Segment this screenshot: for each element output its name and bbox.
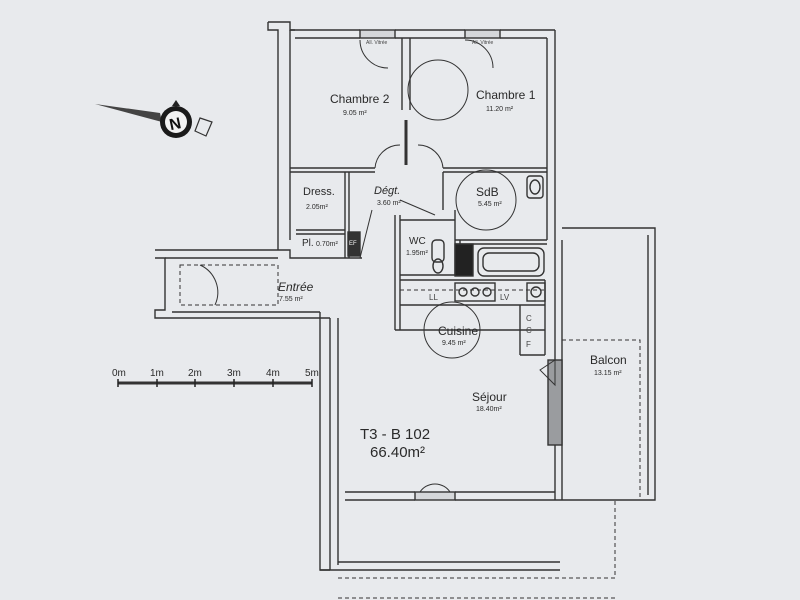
room-name: Balcon xyxy=(590,353,627,367)
room-name: Entrée xyxy=(278,280,314,294)
compass-letter: N xyxy=(168,115,183,134)
window-label: All. Vitrée xyxy=(366,40,388,46)
room-name: Chambre 2 xyxy=(330,92,390,106)
fixture-label: EF xyxy=(349,241,357,247)
scale-tick-label: 4m xyxy=(266,368,280,379)
scale-bar xyxy=(117,379,313,387)
room-area: 7.55 m² xyxy=(279,296,303,303)
room-area: 5.45 m² xyxy=(478,201,502,208)
unit-title: T3 - B 102 xyxy=(360,426,431,443)
scale-tick-label: 1m xyxy=(150,368,164,379)
compass-icon xyxy=(95,100,213,138)
window-label: All. Vitrée xyxy=(472,40,494,46)
room-area: 18.40m² xyxy=(476,406,502,413)
room-name: Cuisine xyxy=(438,324,479,338)
room-area: 1.95m² xyxy=(406,250,428,257)
fixture-label: F xyxy=(526,340,531,349)
room-area: 9.05 m² xyxy=(343,110,367,117)
room-area: 13.15 m² xyxy=(594,370,622,377)
fixture-label: LL xyxy=(429,293,438,302)
scale-tick-label: 5m xyxy=(305,368,319,379)
scale-tick-label: 3m xyxy=(227,368,241,379)
wall-left-upper xyxy=(267,22,279,250)
scale-tick-label: 2m xyxy=(188,368,202,379)
scale-tick-label: 0m xyxy=(112,368,126,379)
room-name: Séjour xyxy=(472,390,507,404)
room-area: 2.05m² xyxy=(306,204,328,211)
room-name: Chambre 1 xyxy=(476,88,536,102)
room-name: Dress. xyxy=(303,186,335,198)
room-area: 0.70m² xyxy=(316,241,338,248)
room-name: Pl. xyxy=(302,238,314,249)
room-area: 11.20 m² xyxy=(486,106,514,113)
room-name: SdB xyxy=(476,185,499,199)
room-name: Dégt. xyxy=(374,185,401,197)
room-area: 9.45 m² xyxy=(442,340,466,347)
fixture-label: LV xyxy=(500,293,510,302)
unit-area: 66.40m² xyxy=(370,444,426,461)
room-area: 3.60 m² xyxy=(377,200,401,207)
room-name: WC xyxy=(409,236,426,247)
fixture-label: C xyxy=(526,326,532,335)
fixture-label: C xyxy=(526,314,532,323)
